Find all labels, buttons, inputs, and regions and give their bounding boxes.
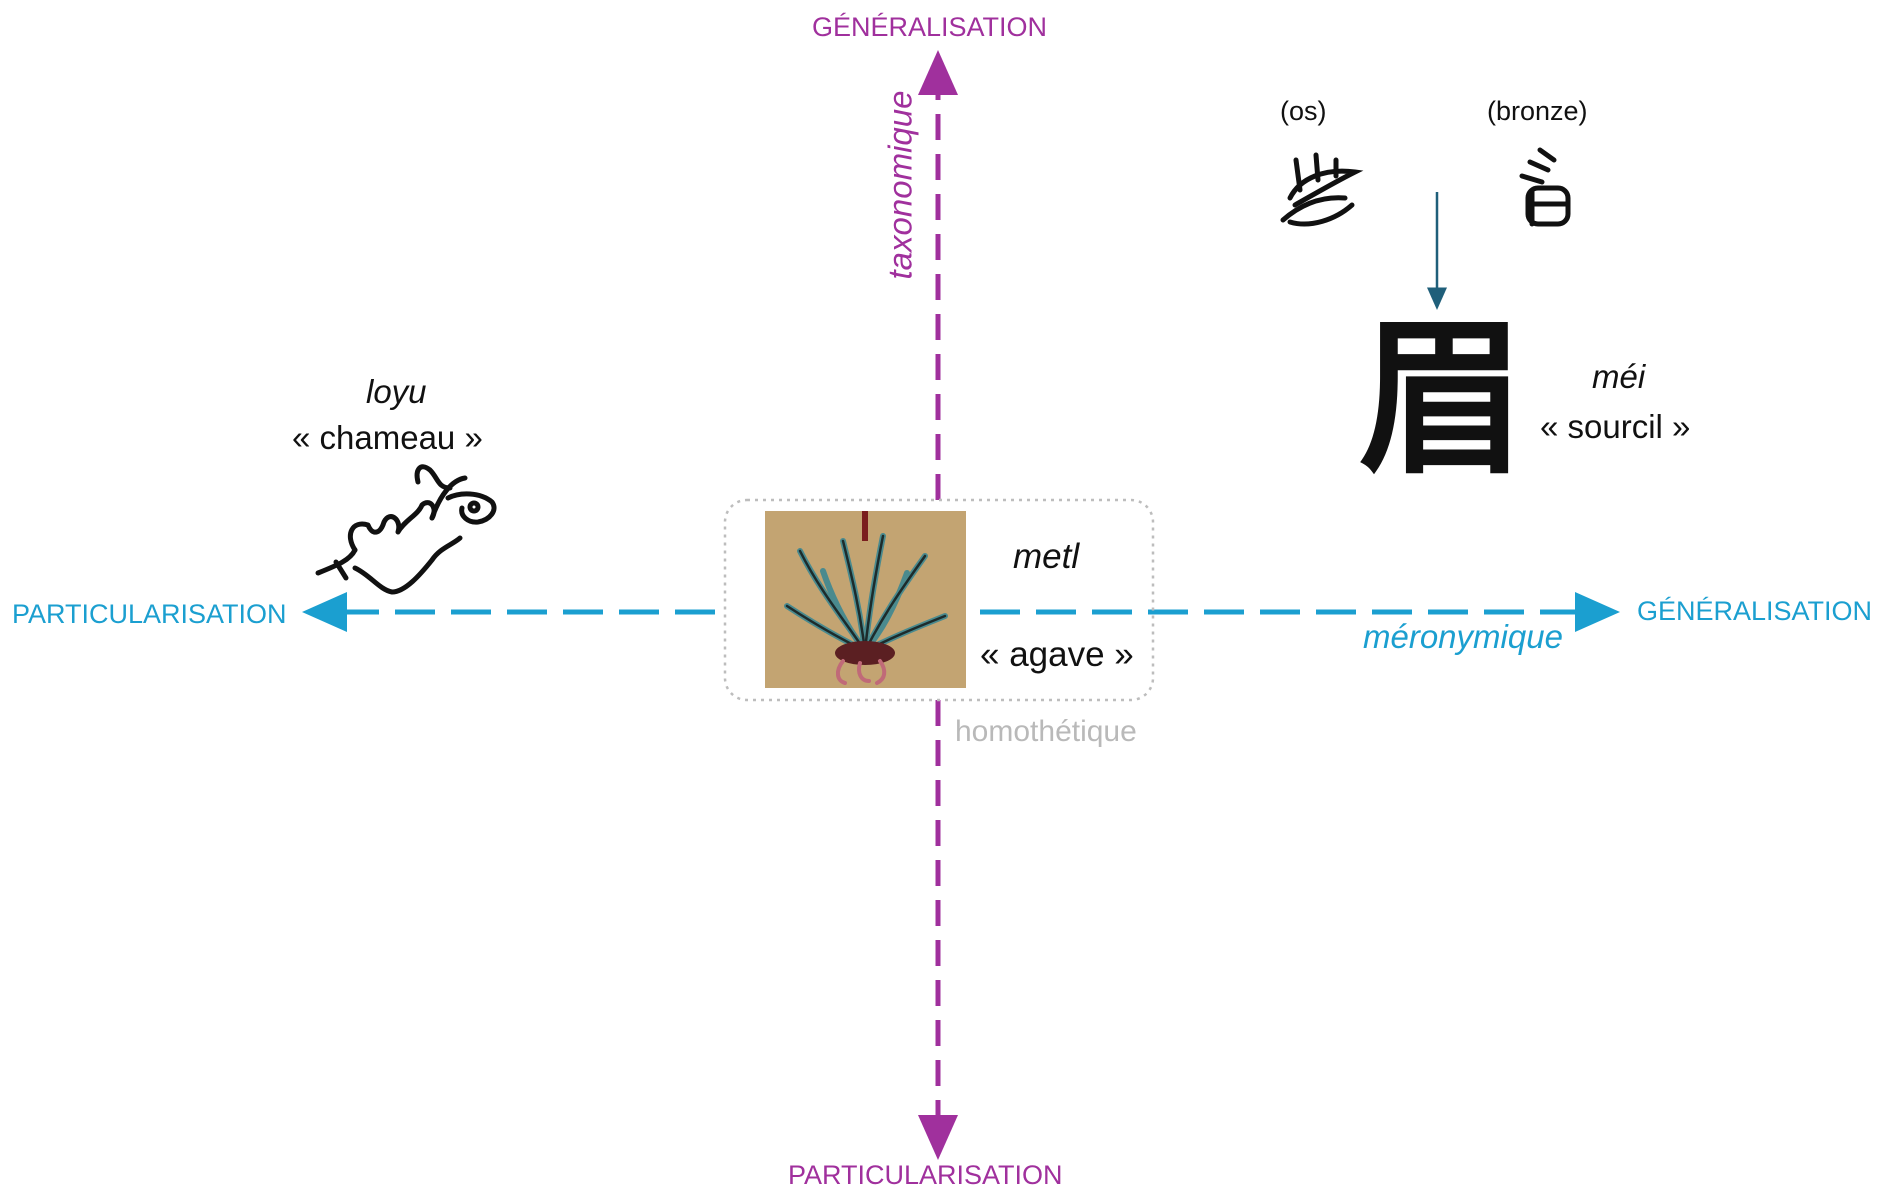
top-label: GÉNÉRALISATION [812, 12, 1048, 42]
os-label: (os) [1280, 96, 1327, 126]
oracle-bone-eyebrow-icon [1280, 152, 1364, 227]
left-word: loyu [366, 373, 427, 410]
bottom-label: PARTICULARISATION [788, 1160, 1063, 1190]
camel-glyph-icon [315, 464, 497, 595]
modern-character: 眉 [1358, 301, 1526, 497]
center-frame [723, 498, 1155, 702]
horizontal-axis-name: méronymique [1363, 618, 1563, 655]
center-relation: homothétique [955, 715, 1137, 748]
center-gloss: « agave » [980, 635, 1134, 674]
agave-glyph-icon [765, 511, 966, 688]
right-label: GÉNÉRALISATION [1637, 596, 1873, 626]
bronze-eyebrow-icon [1519, 147, 1571, 227]
right-word: méi [1592, 358, 1646, 395]
right-gloss: « sourcil » [1540, 408, 1691, 445]
bronze-label: (bronze) [1487, 96, 1588, 126]
left-gloss: « chameau » [292, 419, 483, 456]
vertical-axis-name: taxonomique [881, 90, 919, 280]
left-label: PARTICULARISATION [12, 599, 287, 629]
center-word: metl [1013, 537, 1080, 576]
